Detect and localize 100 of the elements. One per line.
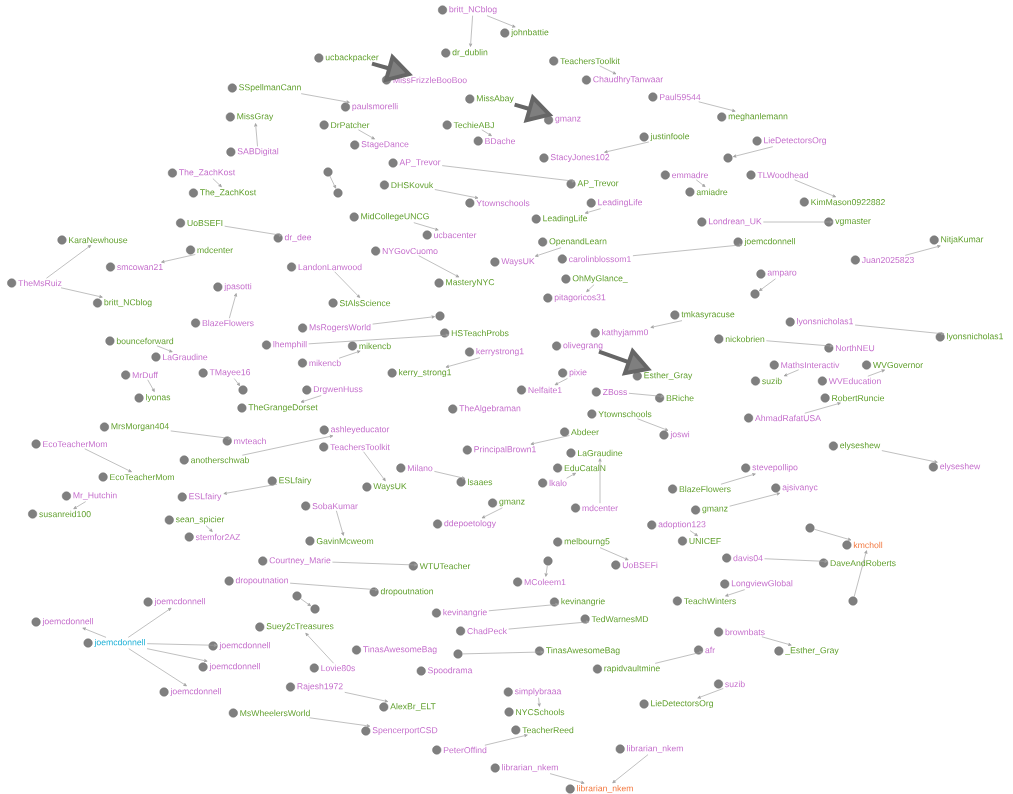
node-label: kathyjamm0 <box>602 328 649 338</box>
user-node: StacyJones102 <box>539 153 610 163</box>
arrow <box>549 773 585 784</box>
node-label: WVGovernor <box>873 361 923 369</box>
user-node: MissAbay <box>465 94 514 104</box>
node-label: kmcholl <box>853 541 883 549</box>
arrow <box>60 287 103 299</box>
user-node: Milano <box>396 463 433 473</box>
user-node: The_ZachKost <box>167 168 236 178</box>
node-label: dropoutnation <box>235 576 288 586</box>
arrow <box>695 179 706 188</box>
arrow <box>566 472 576 479</box>
user-node: stevepollipo <box>741 463 798 473</box>
user-node: susanreid100 <box>28 509 91 519</box>
user-node: StageDance <box>350 140 409 150</box>
user-node: SobaKumar <box>301 501 358 511</box>
user-node: TLWoodhead <box>746 170 809 180</box>
node-label: DrgwenHuss <box>313 386 363 394</box>
arrow <box>697 688 724 699</box>
arrow <box>604 141 650 154</box>
user-node <box>333 188 343 198</box>
user-node <box>848 596 858 606</box>
node-label: gmanz <box>555 116 581 124</box>
arrow <box>462 650 544 655</box>
arrow <box>637 418 669 431</box>
arrow <box>146 643 218 647</box>
arrow <box>336 510 345 536</box>
node-label: UoBSEFi <box>622 561 658 569</box>
node-label: Londrean_UK <box>708 218 762 226</box>
arrow <box>904 245 941 256</box>
user-node: AlexBr_ELT <box>379 702 436 712</box>
node-label: NYCSchools <box>516 708 565 716</box>
arrow <box>229 293 237 319</box>
arrow <box>484 734 528 746</box>
node-label: WVEducation <box>828 377 881 385</box>
node-label: DHSKovuk <box>391 181 434 189</box>
node-label: suzib <box>725 680 745 688</box>
user-node: pitagoricos31 <box>543 293 606 303</box>
node-label: amparo <box>767 270 797 278</box>
node-label: StAlsScience <box>339 299 391 307</box>
user-node: ucbackpacker <box>314 53 379 63</box>
user-node: nickobrien <box>714 334 765 344</box>
node-label: olivegrang <box>563 341 603 351</box>
node-label: lhemphill <box>273 340 307 350</box>
node-label: simplybraaa <box>514 687 562 697</box>
node-label: britt_NCblog <box>104 298 152 308</box>
user-node <box>723 153 733 163</box>
user-node: brownbats <box>714 627 765 637</box>
node-label: DrPatcher <box>331 121 370 129</box>
user-node: LieDetectorsOrg <box>639 699 713 709</box>
node-label: tmkasyracuse <box>681 310 735 320</box>
user-node <box>453 649 463 659</box>
arrow <box>308 333 449 345</box>
user-node: Courtney_Marie <box>258 556 331 566</box>
node-label: Courtney_Marie <box>269 556 331 566</box>
user-node: kathyjamm0 <box>590 328 648 338</box>
node-label: jpasotti <box>224 282 252 292</box>
arrow <box>654 650 703 664</box>
user-node <box>292 591 302 601</box>
node-label: Esther_Gray <box>644 371 693 381</box>
user-node: BlazeFlowers <box>191 318 254 328</box>
node-label: kerry_strong1 <box>399 368 452 378</box>
arrow <box>761 636 792 646</box>
user-node: UoBSEFI <box>176 218 223 228</box>
user-node: TheGrangeDorset <box>237 403 318 413</box>
arrow <box>599 547 629 561</box>
user-node: stemfor2AZ <box>184 532 241 542</box>
node-label: TechieABJ <box>453 121 494 129</box>
node-label: LieDetectorsOrg <box>764 136 826 146</box>
node-label: WTUTeacher <box>419 562 471 570</box>
arrow <box>372 315 435 325</box>
node-label: joswi <box>670 430 690 440</box>
node-label: TedWarnesMD <box>591 615 649 623</box>
user-node: carolinblossom1 <box>557 254 631 264</box>
node-label: ucbackpacker <box>325 53 379 63</box>
arrow <box>764 558 828 563</box>
arrow <box>854 324 945 336</box>
arrow <box>441 165 576 183</box>
node-label: The_ZachKost <box>200 189 257 197</box>
user-node: joswi <box>659 430 690 440</box>
node-label: _Esther_Gray <box>785 646 839 656</box>
node-label: stemfor2AZ <box>195 533 241 541</box>
node-label: Rajesh1972 <box>297 682 343 692</box>
user-node: BlazeFlowers <box>668 484 731 494</box>
node-label: MathsInteractiv <box>781 361 840 369</box>
user-node: joemcdonnell <box>83 638 145 648</box>
arrow <box>434 189 479 200</box>
user-node: ESLfairy <box>267 476 312 486</box>
arrow <box>508 620 590 630</box>
user-node <box>435 311 445 321</box>
node-label: BlazeFlowers <box>679 485 731 493</box>
user-node: MissGray <box>225 112 274 122</box>
user-node <box>750 289 760 299</box>
user-node: OhMyGlance_ <box>561 274 628 284</box>
arrow <box>689 530 698 537</box>
user-node: MrDuff <box>121 370 158 380</box>
node-label: MissFrizzleBooBoo <box>393 76 467 84</box>
user-node: SpencerportCSD <box>361 726 438 736</box>
node-label: SpencerportCSD <box>372 727 438 735</box>
node-label: lkalo <box>549 479 567 487</box>
